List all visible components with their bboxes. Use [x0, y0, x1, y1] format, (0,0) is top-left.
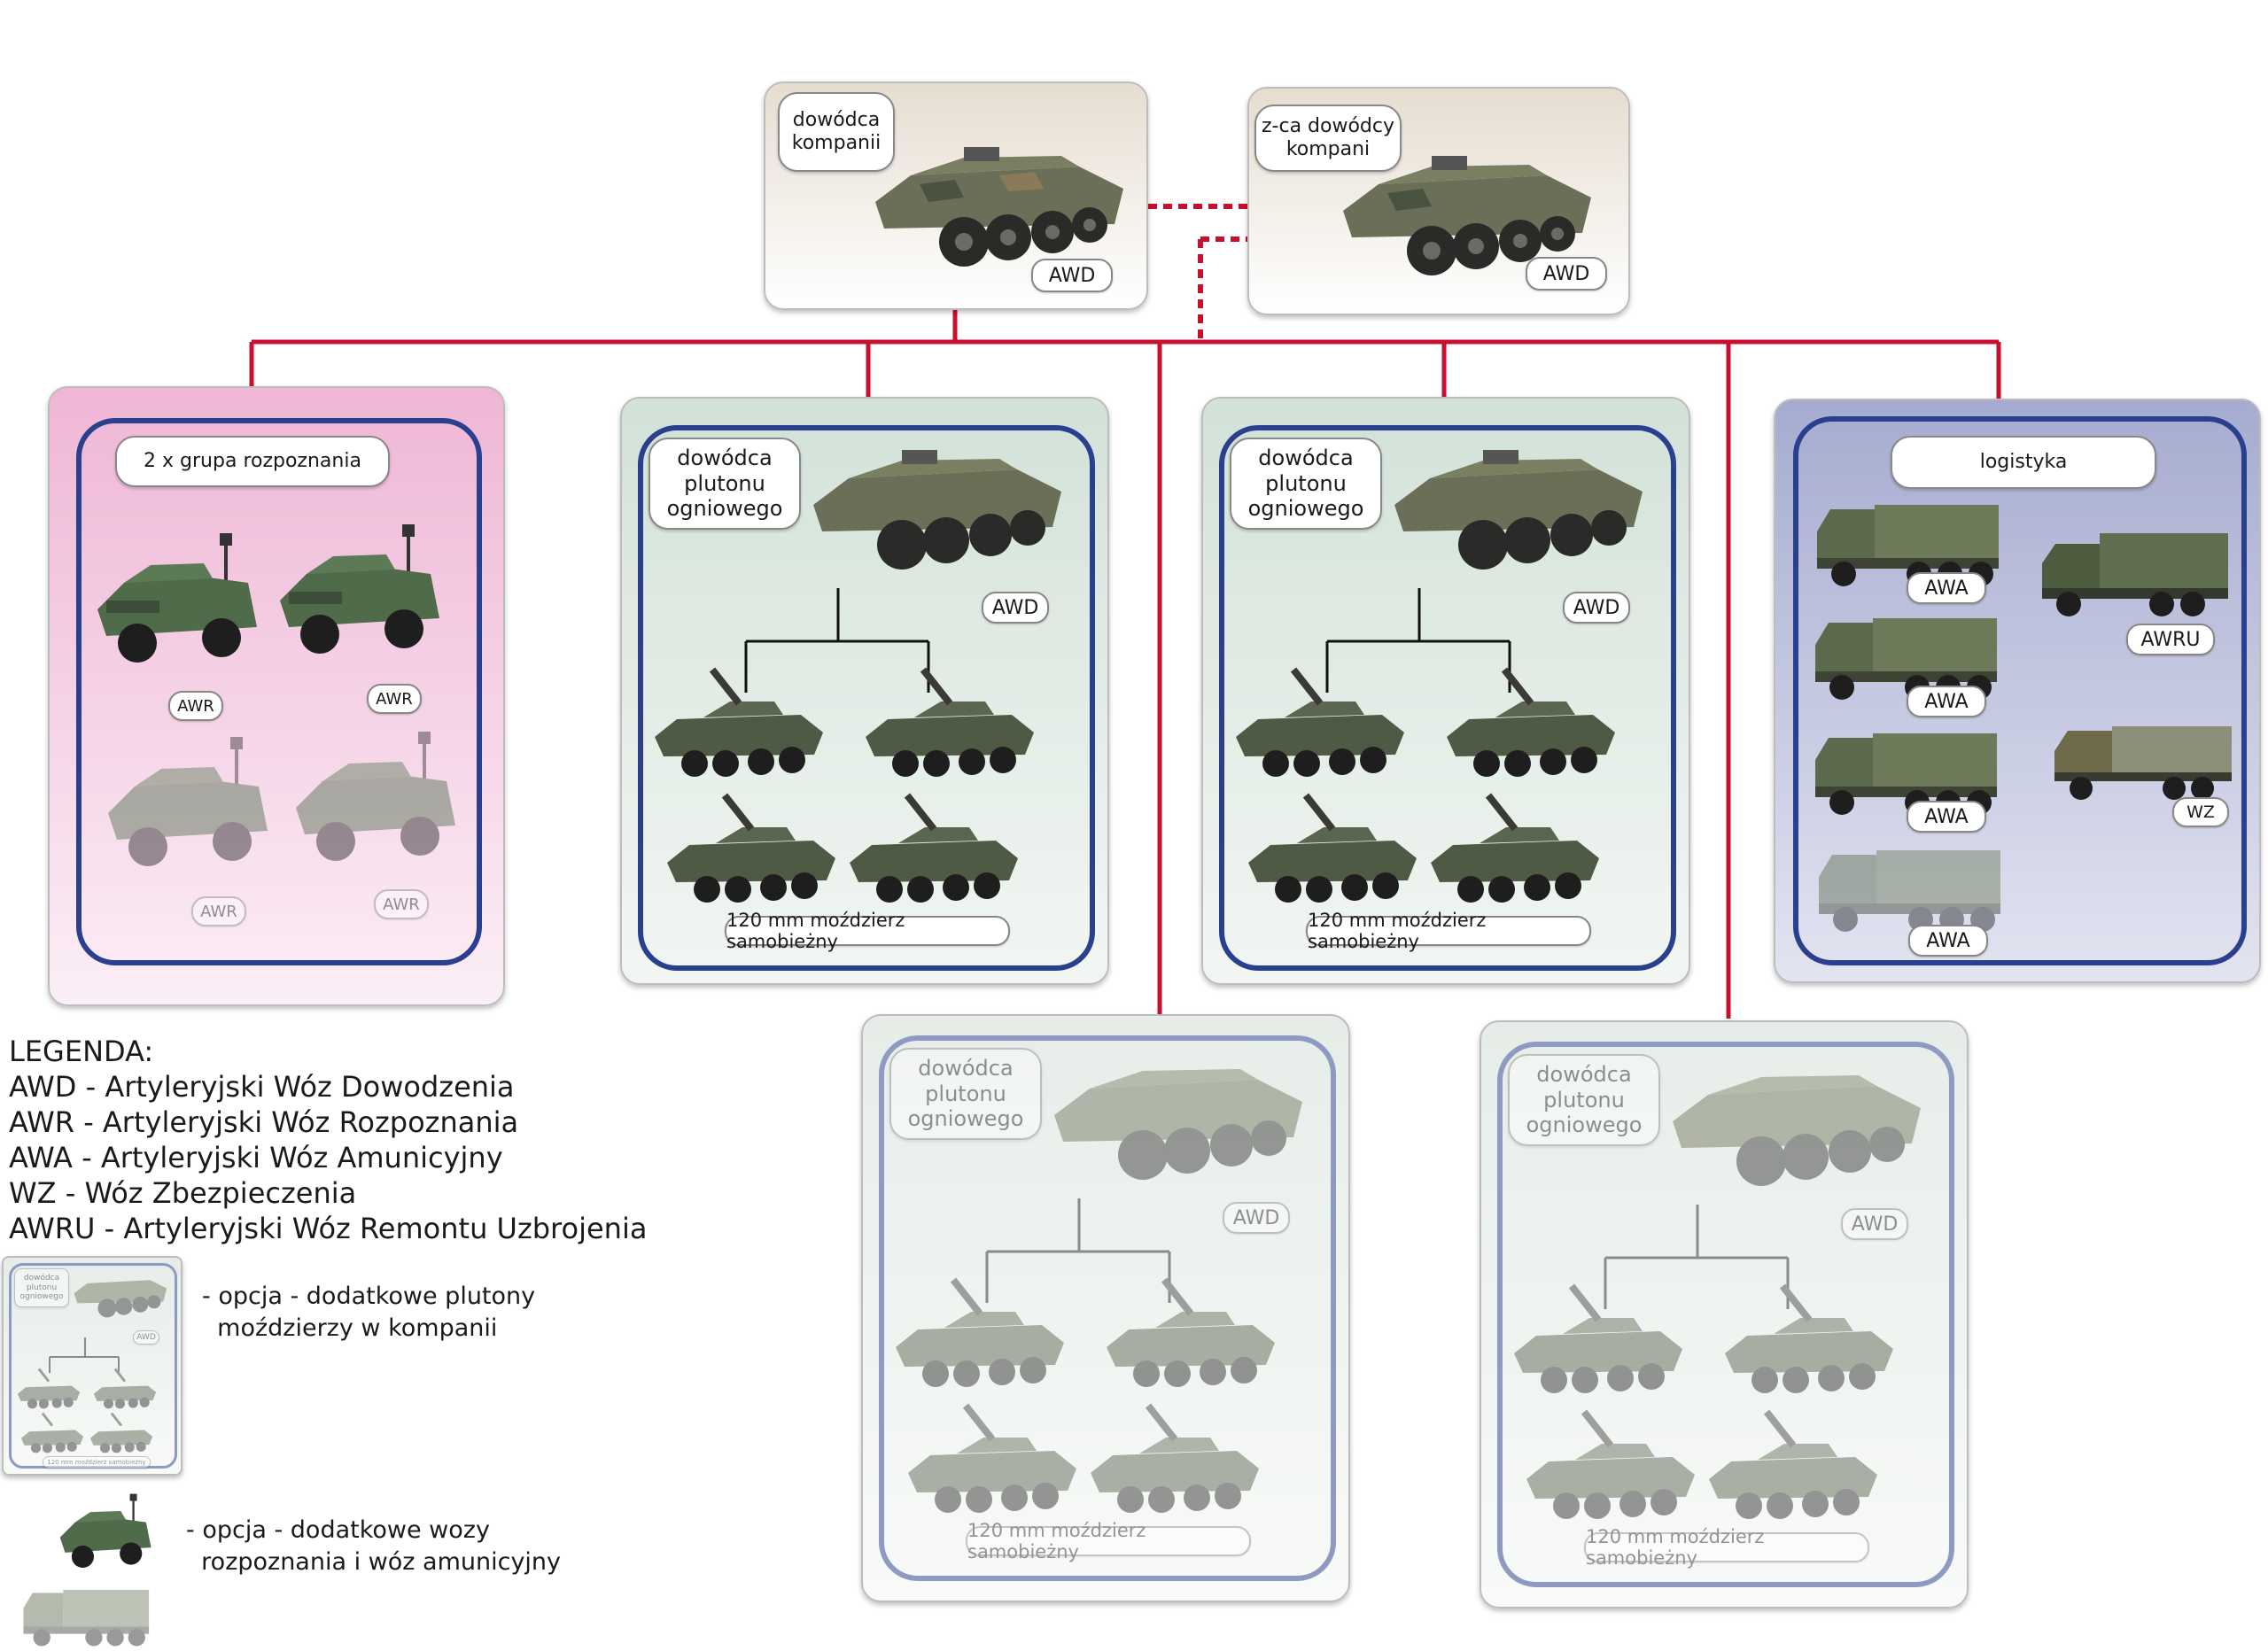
- armored-vehicle-icon: [1343, 156, 1591, 275]
- company-commander-card: dowódca kompanii AWD: [764, 81, 1148, 310]
- mortar-vehicle-icon: [1725, 1283, 1893, 1393]
- platoon-branch-lines: [49, 1337, 120, 1373]
- recon-group-card: 2 x grupa rozpoznania AWR AWR AWR AWR: [48, 386, 505, 1006]
- mortar-vehicle-icon: [908, 1403, 1076, 1513]
- platoon-frame: [1219, 425, 1676, 971]
- deputy-commander-title: z-ca dowódcy kompani: [1254, 105, 1402, 172]
- logistics-card: logistyka AWA AWA AWA AWA AWRU WZ: [1774, 399, 2261, 983]
- ammo-truck-icon: [1817, 505, 1999, 586]
- recon-vehicle-icon: [296, 732, 455, 861]
- legend-item: WZ - Wóz Zbezpieczenia: [9, 1176, 357, 1210]
- mortar-vehicle-icon: [1236, 667, 1404, 777]
- mortar-vehicle-icon: [655, 667, 823, 777]
- mortar-vehicle-icon: [89, 1412, 153, 1453]
- awr-label: AWR: [168, 691, 223, 721]
- armored-vehicle-icon: [74, 1280, 167, 1318]
- mortar-vehicle-icon: [20, 1412, 84, 1453]
- legend-note-recon: - opcja - dodatkowe wozy rozpoznania i w…: [186, 1516, 562, 1577]
- armored-vehicle-icon: [1673, 1075, 1921, 1186]
- awd-badge: AWD: [133, 1330, 159, 1345]
- mortar-vehicle-icon: [17, 1368, 81, 1409]
- armored-vehicle-icon: [1054, 1069, 1302, 1180]
- platoon-commander-title: dowódca plutonu ogniowego: [889, 1048, 1042, 1140]
- platoon-commander-title: dowódca plutonu ogniowego: [14, 1268, 69, 1307]
- platoon-frame: [879, 1035, 1336, 1581]
- recon-vehicle-icon: [97, 533, 257, 663]
- legend-note-platoons: - opcja - dodatkowe plutony moździerzy w…: [202, 1283, 536, 1343]
- awa-label: AWA: [1908, 925, 1988, 957]
- fire-platoon-card: dowódca plutonu ogniowego AWD 120 mm moź…: [1201, 397, 1690, 985]
- mortar-vehicle-icon: [1709, 1409, 1877, 1519]
- recon-vehicle-icon: [280, 524, 439, 654]
- legend-item: AWA - Artyleryjski Wóz Amunicyjny: [9, 1141, 503, 1174]
- legend-item: AWR - Artyleryjski Wóz Rozpoznania: [9, 1105, 519, 1139]
- recon-vehicle-icon: [108, 737, 268, 866]
- legend-optional-platoon-sample: dowódca plutonu ogniowego AWD 120 mm moź…: [2, 1256, 183, 1476]
- ammo-truck-icon: [23, 1589, 150, 1647]
- mortar-vehicle-icon: [1091, 1403, 1259, 1513]
- mortar-vehicle-icon: [1107, 1277, 1275, 1387]
- awd-badge: AWD: [1841, 1208, 1908, 1240]
- platoon-frame: [638, 425, 1095, 971]
- platoon-branch-lines: [1604, 1205, 1790, 1309]
- mortar-caption: 120 mm moździerz samobieżny: [1306, 910, 1591, 952]
- platoon-frame: [9, 1263, 177, 1469]
- recon-frame: [76, 418, 482, 965]
- mortar-caption: 120 mm moździerz samobieżny: [725, 910, 1010, 952]
- security-truck-icon: [2054, 726, 2232, 800]
- mortar-vehicle-icon: [1526, 1409, 1695, 1519]
- mortar-vehicle-icon: [1431, 793, 1599, 903]
- platoon-frame: [1497, 1042, 1954, 1587]
- mortar-vehicle-icon: [1248, 793, 1417, 903]
- legend-item: AWD - Artyleryjski Wóz Dowodzenia: [9, 1070, 515, 1104]
- awd-badge: AWD: [1223, 1202, 1290, 1234]
- mortar-vehicle-icon: [1447, 667, 1615, 777]
- mortar-vehicle-icon: [850, 793, 1018, 903]
- awr-label: AWR: [374, 889, 429, 919]
- optional-fire-platoon-card: dowódca plutonu ogniowego AWD 120 mm moź…: [861, 1014, 1350, 1602]
- awr-label: AWR: [367, 684, 422, 714]
- company-commander-title: dowódca kompanii: [778, 92, 895, 172]
- armored-vehicle-icon: [1394, 450, 1643, 570]
- awru-label: AWRU: [2126, 624, 2215, 655]
- recon-group-title: 2 x grupa rozpoznania: [115, 436, 390, 487]
- awa-label: AWA: [1907, 801, 1986, 833]
- platoon-commander-title: dowódca plutonu ogniowego: [649, 438, 801, 530]
- armored-vehicle-icon: [875, 147, 1123, 267]
- mortar-vehicle-icon: [93, 1368, 157, 1409]
- fire-platoon-card: dowódca plutonu ogniowego AWD 120 mm moź…: [620, 397, 1109, 985]
- logistics-title: logistyka: [1891, 436, 2156, 489]
- mortar-caption: 120 mm moździerz samobieżny: [1584, 1526, 1869, 1569]
- mortar-vehicle-icon: [866, 667, 1034, 777]
- platoon-commander-title: dowódca plutonu ogniowego: [1508, 1054, 1660, 1146]
- mortar-vehicle-icon: [667, 793, 835, 903]
- repair-truck-icon: [2042, 533, 2228, 616]
- recon-vehicle-icon: [59, 1493, 151, 1568]
- awd-badge: AWD: [1563, 592, 1630, 624]
- awr-label: AWR: [191, 896, 246, 926]
- mortar-caption: 120 mm moździerz samobieżny: [43, 1456, 151, 1469]
- optional-fire-platoon-card: dowódca plutonu ogniowego AWD 120 mm moź…: [1480, 1020, 1969, 1608]
- awa-label: AWA: [1907, 572, 1986, 604]
- logistics-frame: [1793, 416, 2247, 965]
- platoon-commander-title: dowódca plutonu ogniowego: [1230, 438, 1382, 530]
- awd-badge: AWD: [982, 592, 1049, 624]
- awd-badge: AWD: [1526, 257, 1607, 291]
- platoon-branch-lines: [1325, 588, 1511, 693]
- armored-vehicle-icon: [813, 450, 1061, 570]
- legend-item: AWRU - Artyleryjski Wóz Remontu Uzbrojen…: [9, 1212, 648, 1245]
- platoon-branch-lines: [985, 1198, 1171, 1303]
- deputy-commander-card: z-ca dowódcy kompani AWD: [1247, 87, 1630, 315]
- awa-label: AWA: [1907, 686, 1986, 717]
- mortar-vehicle-icon: [896, 1277, 1064, 1387]
- platoon-branch-lines: [744, 588, 930, 693]
- mortar-vehicle-icon: [1514, 1283, 1682, 1393]
- legend-heading: LEGENDA:: [9, 1035, 154, 1068]
- mortar-caption: 120 mm moździerz samobieżny: [966, 1520, 1251, 1562]
- ammo-truck-icon: [1819, 850, 2000, 932]
- wz-label: WZ: [2172, 797, 2229, 827]
- awd-badge: AWD: [1031, 259, 1113, 292]
